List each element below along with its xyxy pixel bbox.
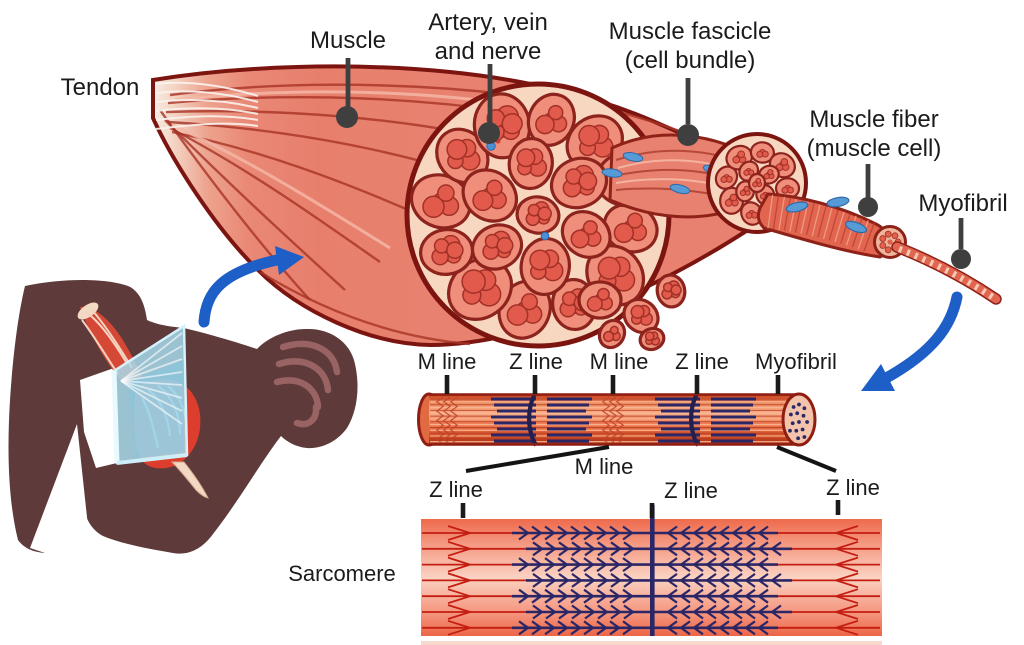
- blue-arrows: [198, 246, 963, 391]
- muscle-fascicle-label: Muscle fascicle (cell bundle): [609, 17, 772, 75]
- sarcomere-z-line-1: Z line: [429, 477, 483, 502]
- tendon-label: Tendon: [60, 74, 140, 101]
- fiber-label-line2: (muscle cell): [806, 135, 942, 162]
- ruler-z-line-1: Z line: [509, 349, 563, 374]
- plane-left-gap: [80, 368, 117, 468]
- sarcomere-diagram: [421, 505, 882, 645]
- fascicle-label-line1: Muscle fascicle: [608, 18, 772, 45]
- ruler-myofibril: Myofibril: [755, 349, 837, 374]
- fascicle-label-line2: (cell bundle): [624, 47, 756, 74]
- artery-label-line1: Artery, vein: [428, 9, 548, 36]
- sarcomere-z-line-2: Z line: [664, 478, 718, 503]
- pointer-annotations: [336, 58, 971, 518]
- fist-finger-lines: [273, 340, 341, 428]
- muscle-illustration: [151, 64, 1002, 352]
- muscle-fiber-label: Muscle fiber (muscle cell): [807, 105, 942, 163]
- ruler-m-line-1: M line: [417, 349, 477, 374]
- m-line-below-label: M line: [574, 454, 634, 479]
- arm-illustration: [8, 280, 358, 558]
- fiber-label-line1: Muscle fiber: [809, 106, 939, 133]
- artery-vein-nerve-label: Artery, vein and nerve: [428, 8, 548, 66]
- sarcomere-z-line-3: Z line: [826, 475, 880, 500]
- ruler-z-line-2: Z line: [675, 349, 729, 374]
- myofibril-cylinder: [417, 392, 817, 447]
- muscle-fiber: [756, 192, 907, 259]
- myofibril-label: Myofibril: [918, 190, 1008, 217]
- sarcomere-caption: Sarcomere: [288, 561, 396, 586]
- cut-plane-glass: [111, 323, 189, 465]
- artery-label-line2: and nerve: [434, 38, 542, 65]
- myofibril-strand: [891, 241, 1002, 305]
- armpit-gap: [30, 424, 90, 558]
- ruler-m-line-2: M line: [589, 349, 649, 374]
- muscle-label: Muscle: [309, 27, 387, 54]
